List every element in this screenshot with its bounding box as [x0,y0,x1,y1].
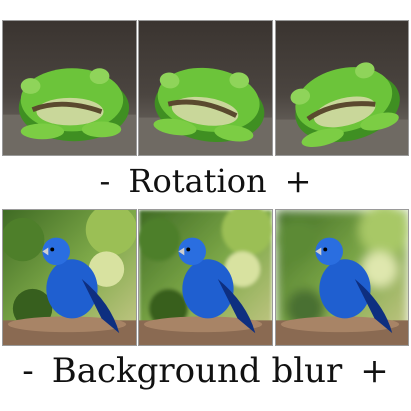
frog [18,68,130,142]
minus-sign: - [22,351,34,391]
background-blur-text: Background blur [51,351,343,391]
bird-image [139,210,272,345]
frog-panel-1 [2,20,137,156]
bird [42,237,120,334]
frog-image [276,21,408,155]
rotation-label: - Rotation + [0,160,411,202]
bird-panel-2 [138,209,273,346]
frog-image [139,21,272,155]
bird-image [276,210,408,345]
plus-sign: + [284,162,312,200]
frog-image [3,21,136,155]
plus-sign: + [360,351,389,391]
frog-panel-2 [138,20,273,156]
bird [315,237,393,334]
bird-image [3,210,136,345]
frog [153,67,265,142]
bird-panel-1 [2,209,137,346]
bird [178,237,256,334]
frog-panel-3 [275,20,409,156]
rotation-text: Rotation [128,162,267,200]
background-blur-label: - Background blur + [0,348,411,394]
frog [290,62,400,147]
bird-panel-3 [275,209,409,346]
minus-sign: - [99,162,111,200]
